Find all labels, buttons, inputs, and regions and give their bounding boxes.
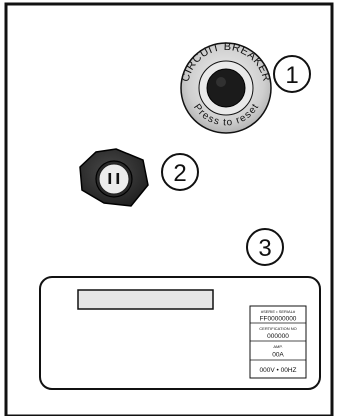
serial-value: FF00000000 xyxy=(260,316,297,323)
callout-1: 1 xyxy=(273,55,311,93)
nameplate-info-label xyxy=(249,305,307,379)
callout-circle xyxy=(273,55,311,93)
callout-3: 3 xyxy=(246,228,284,266)
voltage-value: 000V • 00HZ xyxy=(260,367,297,374)
callout-number: 2 xyxy=(173,160,186,187)
breaker-button-highlight xyxy=(216,77,226,87)
circuit-breaker: CIRCUIT BREAKER Press to reset xyxy=(180,41,272,134)
serial-label: #SERIE • SERIAL# xyxy=(261,309,296,314)
breaker-reset-button[interactable] xyxy=(206,68,246,108)
amp-label: AMP. xyxy=(273,344,282,349)
outlet-prong-slot xyxy=(108,173,112,184)
certification-value: 000000 xyxy=(267,333,289,340)
callout-2: 2 xyxy=(161,153,199,191)
callout-circle xyxy=(161,153,199,191)
callout-number: 3 xyxy=(258,235,271,262)
certification-label: CERTIFICATION NO xyxy=(259,326,296,331)
outlet-prong-slot xyxy=(116,173,120,184)
nameplate: #SERIE • SERIAL# FF00000000 CERTIFICATIO… xyxy=(39,276,321,390)
callout-circle xyxy=(246,228,284,266)
outlet-socket[interactable] xyxy=(98,163,130,195)
callout-number: 1 xyxy=(285,62,298,89)
outlet xyxy=(79,148,149,207)
amp-value: 00A xyxy=(272,352,284,359)
nameplate-blank-label xyxy=(77,289,214,310)
